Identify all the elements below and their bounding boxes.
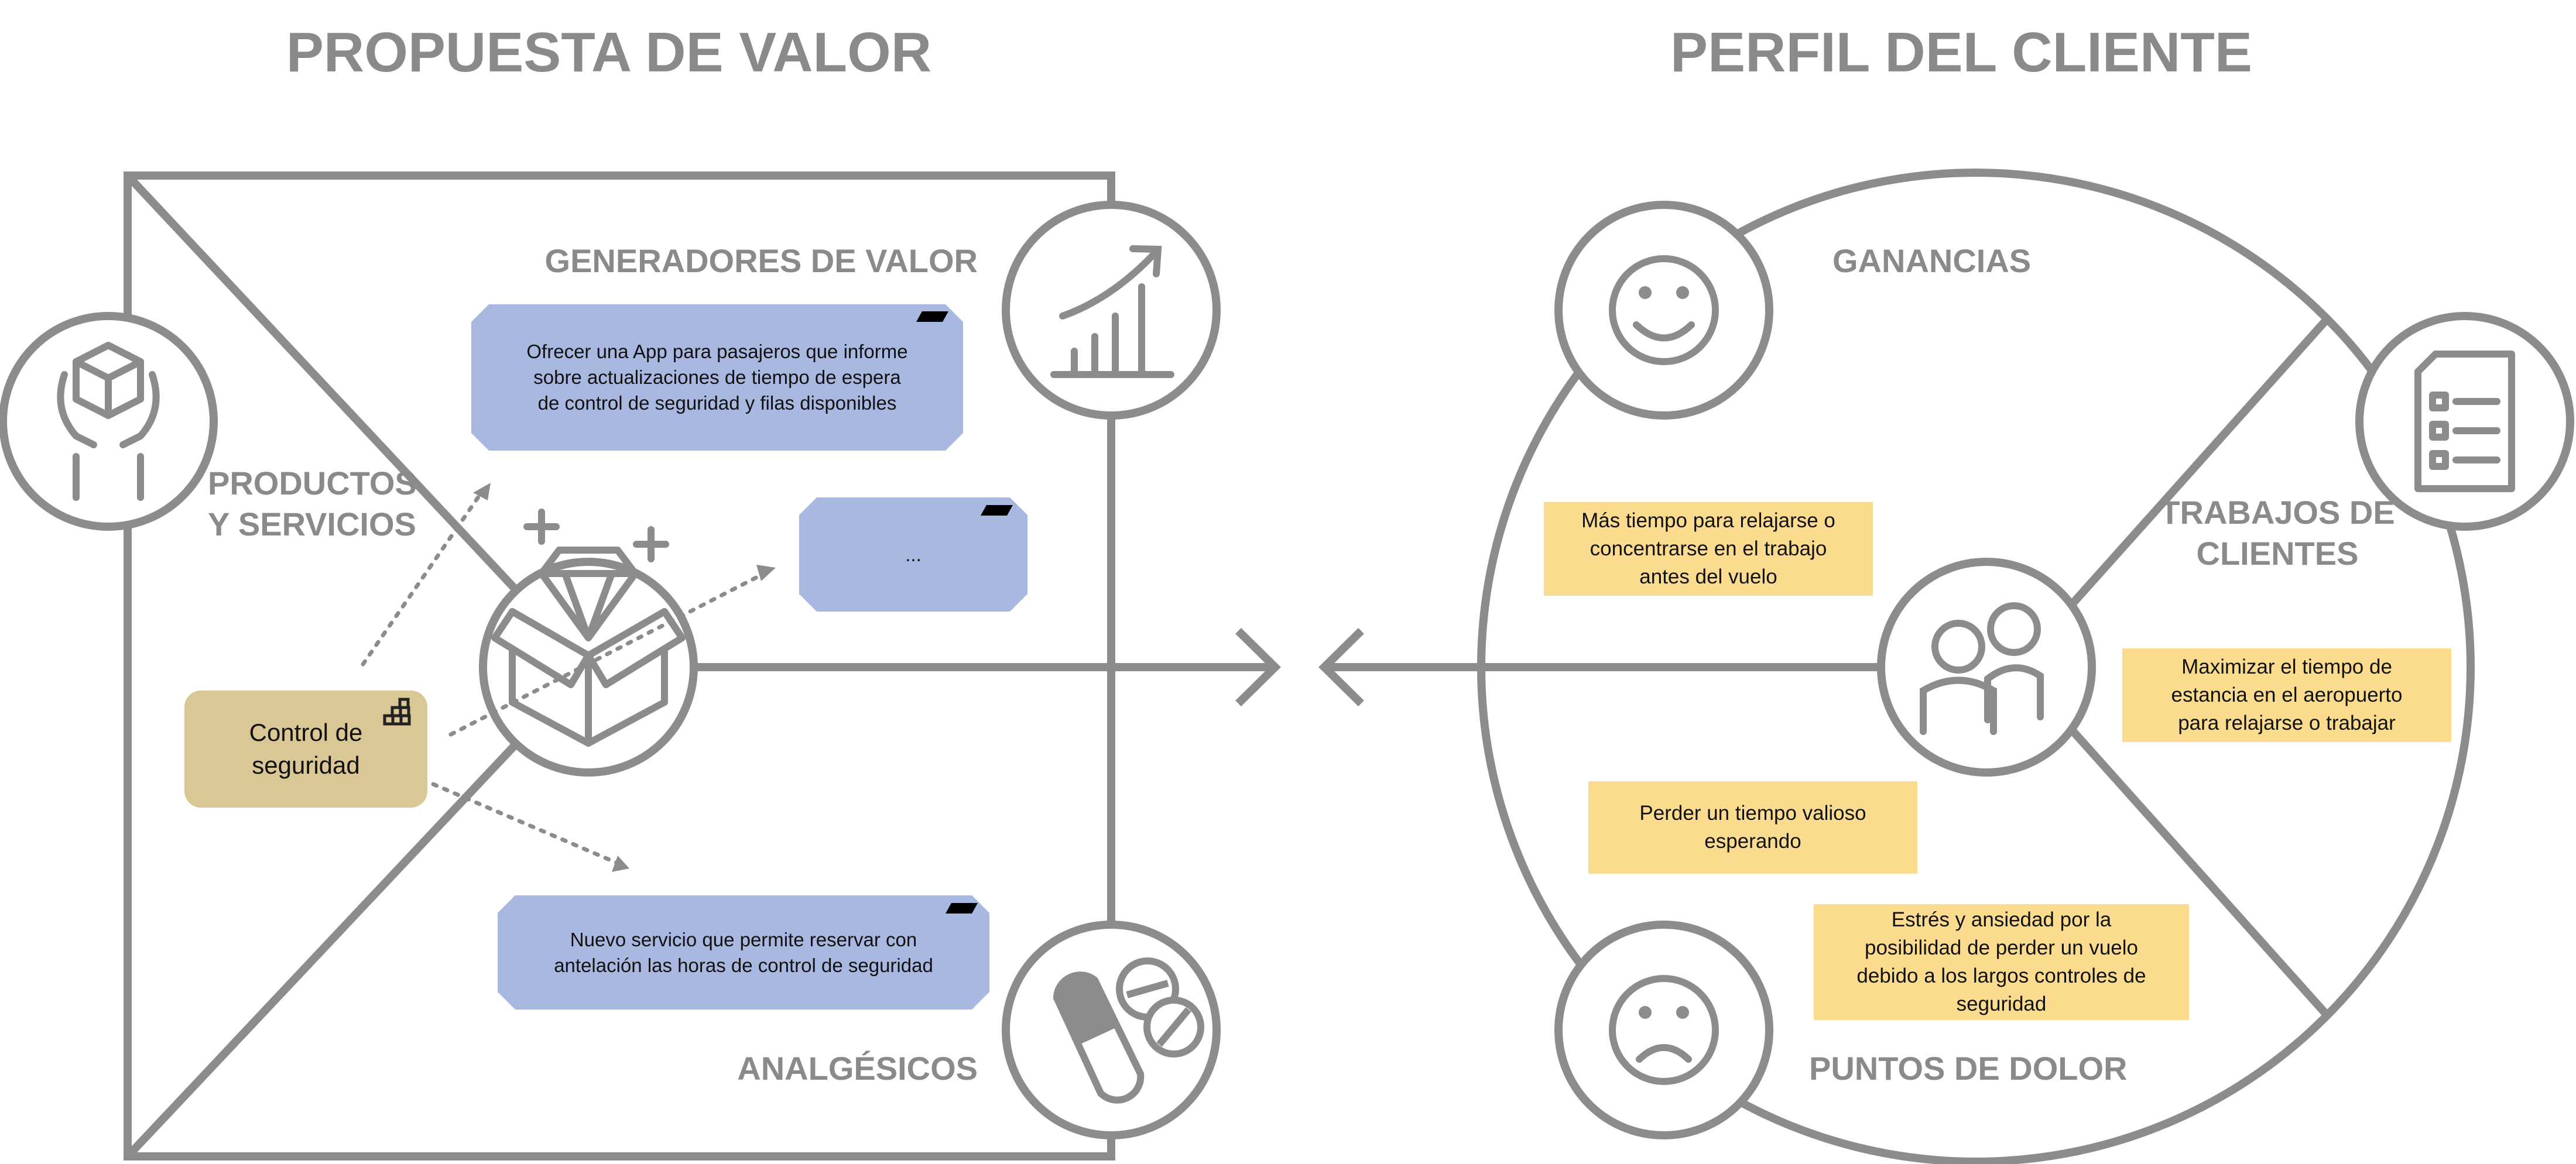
product-card[interactable] [184, 691, 427, 808]
connectors [361, 492, 766, 866]
tag-icon [916, 311, 948, 322]
note-line: esperando [1704, 830, 1801, 853]
tag-icon [981, 505, 1013, 516]
value-map-diagonal-top [124, 173, 592, 670]
gain-note[interactable]: Más tiempo para relajarse o concentrarse… [1544, 502, 1873, 596]
sad-face-icon [1554, 921, 1773, 1139]
value-card-placeholder[interactable] [799, 497, 1027, 612]
value-card-app-text: Ofrecer una App para pasajeros que infor… [471, 304, 963, 451]
fit-arrow-left-head [1235, 628, 1281, 706]
value-card-app[interactable] [471, 304, 963, 451]
value-card-reservation[interactable] [498, 895, 989, 1010]
value-proposition-title: PROPUESTA DE VALOR [286, 21, 931, 84]
pains-label: PUNTOS DE DOLOR [1809, 1050, 2127, 1087]
note-line: estancia en el aeropuerto [2171, 684, 2403, 706]
gains-label: GANANCIAS [1832, 242, 2031, 279]
value-card-placeholder-text: ... [799, 497, 1027, 612]
products-services-label-2: Y SERVICIOS [208, 506, 416, 542]
diamond-box-icon [479, 509, 698, 777]
products-services-label-1: PRODUCTOS [208, 465, 417, 502]
card-line: ... [905, 543, 922, 565]
growth-chart-icon [1002, 201, 1221, 420]
note-line: Perder un tiempo valioso [1639, 802, 1866, 825]
pills-icon [1002, 921, 1221, 1139]
note-line: para relajarse o trabajar [2178, 712, 2396, 734]
note-line: Más tiempo para relajarse o [1581, 509, 1835, 532]
value-map-diagonal-bottom [124, 664, 592, 1159]
users-icon [1877, 558, 2096, 777]
checklist-icon [2355, 312, 2574, 531]
gain-creators-label: GENERADORES DE VALOR [545, 242, 978, 279]
note-line: Estrés y ansiedad por la [1891, 908, 2112, 931]
value-card-reservation-text: Nuevo servicio que permite reservar con … [498, 895, 989, 1010]
customer-jobs-label-2: CLIENTES [2197, 535, 2359, 572]
pain-note-stress[interactable]: Estrés y ansiedad por la posibilidad de … [1814, 904, 2189, 1020]
connector-to-reservation [431, 782, 620, 866]
card-line: Nuevo servicio que permite reservar con [570, 928, 917, 950]
product-card-line: Control de [249, 719, 363, 746]
pain-relievers-label: ANALGÉSICOS [737, 1050, 978, 1087]
note-line: concentrarse en el trabajo [1590, 537, 1827, 560]
pain-note-waiting[interactable]: Perder un tiempo valioso esperando [1588, 781, 1917, 874]
tag-icon [946, 903, 978, 914]
note-line: debido a los largos controles de [1856, 964, 2146, 987]
note-line: antes del vuelo [1639, 565, 1777, 588]
gift-box-icon [0, 312, 218, 531]
connector-arrowheads [473, 483, 776, 872]
product-card-line: seguridad [252, 751, 360, 779]
smile-icon [1554, 201, 1773, 420]
customer-jobs-label-1: TRABAJOS DE [2160, 494, 2395, 531]
stack-icon [383, 698, 411, 726]
customer-profile-title: PERFIL DEL CLIENTE [1670, 21, 2252, 84]
card-line: de control de seguridad y filas disponib… [537, 392, 897, 414]
connector-to-app [361, 492, 482, 667]
card-line: Ofrecer una App para pasajeros que infor… [526, 341, 908, 362]
product-card-text: Control de seguridad [184, 691, 427, 808]
value-map [124, 171, 1281, 1160]
note-line: Maximizar el tiempo de [2181, 655, 2392, 678]
note-line: posibilidad de perder un vuelo [1865, 936, 2138, 959]
fit-arrow-right-head [1318, 628, 1364, 706]
connector-to-placeholder [448, 571, 766, 737]
card-line: antelación las horas de control de segur… [554, 954, 933, 976]
note-line: seguridad [1956, 993, 2047, 1015]
card-line: sobre actualizaciones de tiempo de esper… [533, 366, 901, 388]
job-note[interactable]: Maximizar el tiempo de estancia en el ae… [2122, 648, 2451, 742]
